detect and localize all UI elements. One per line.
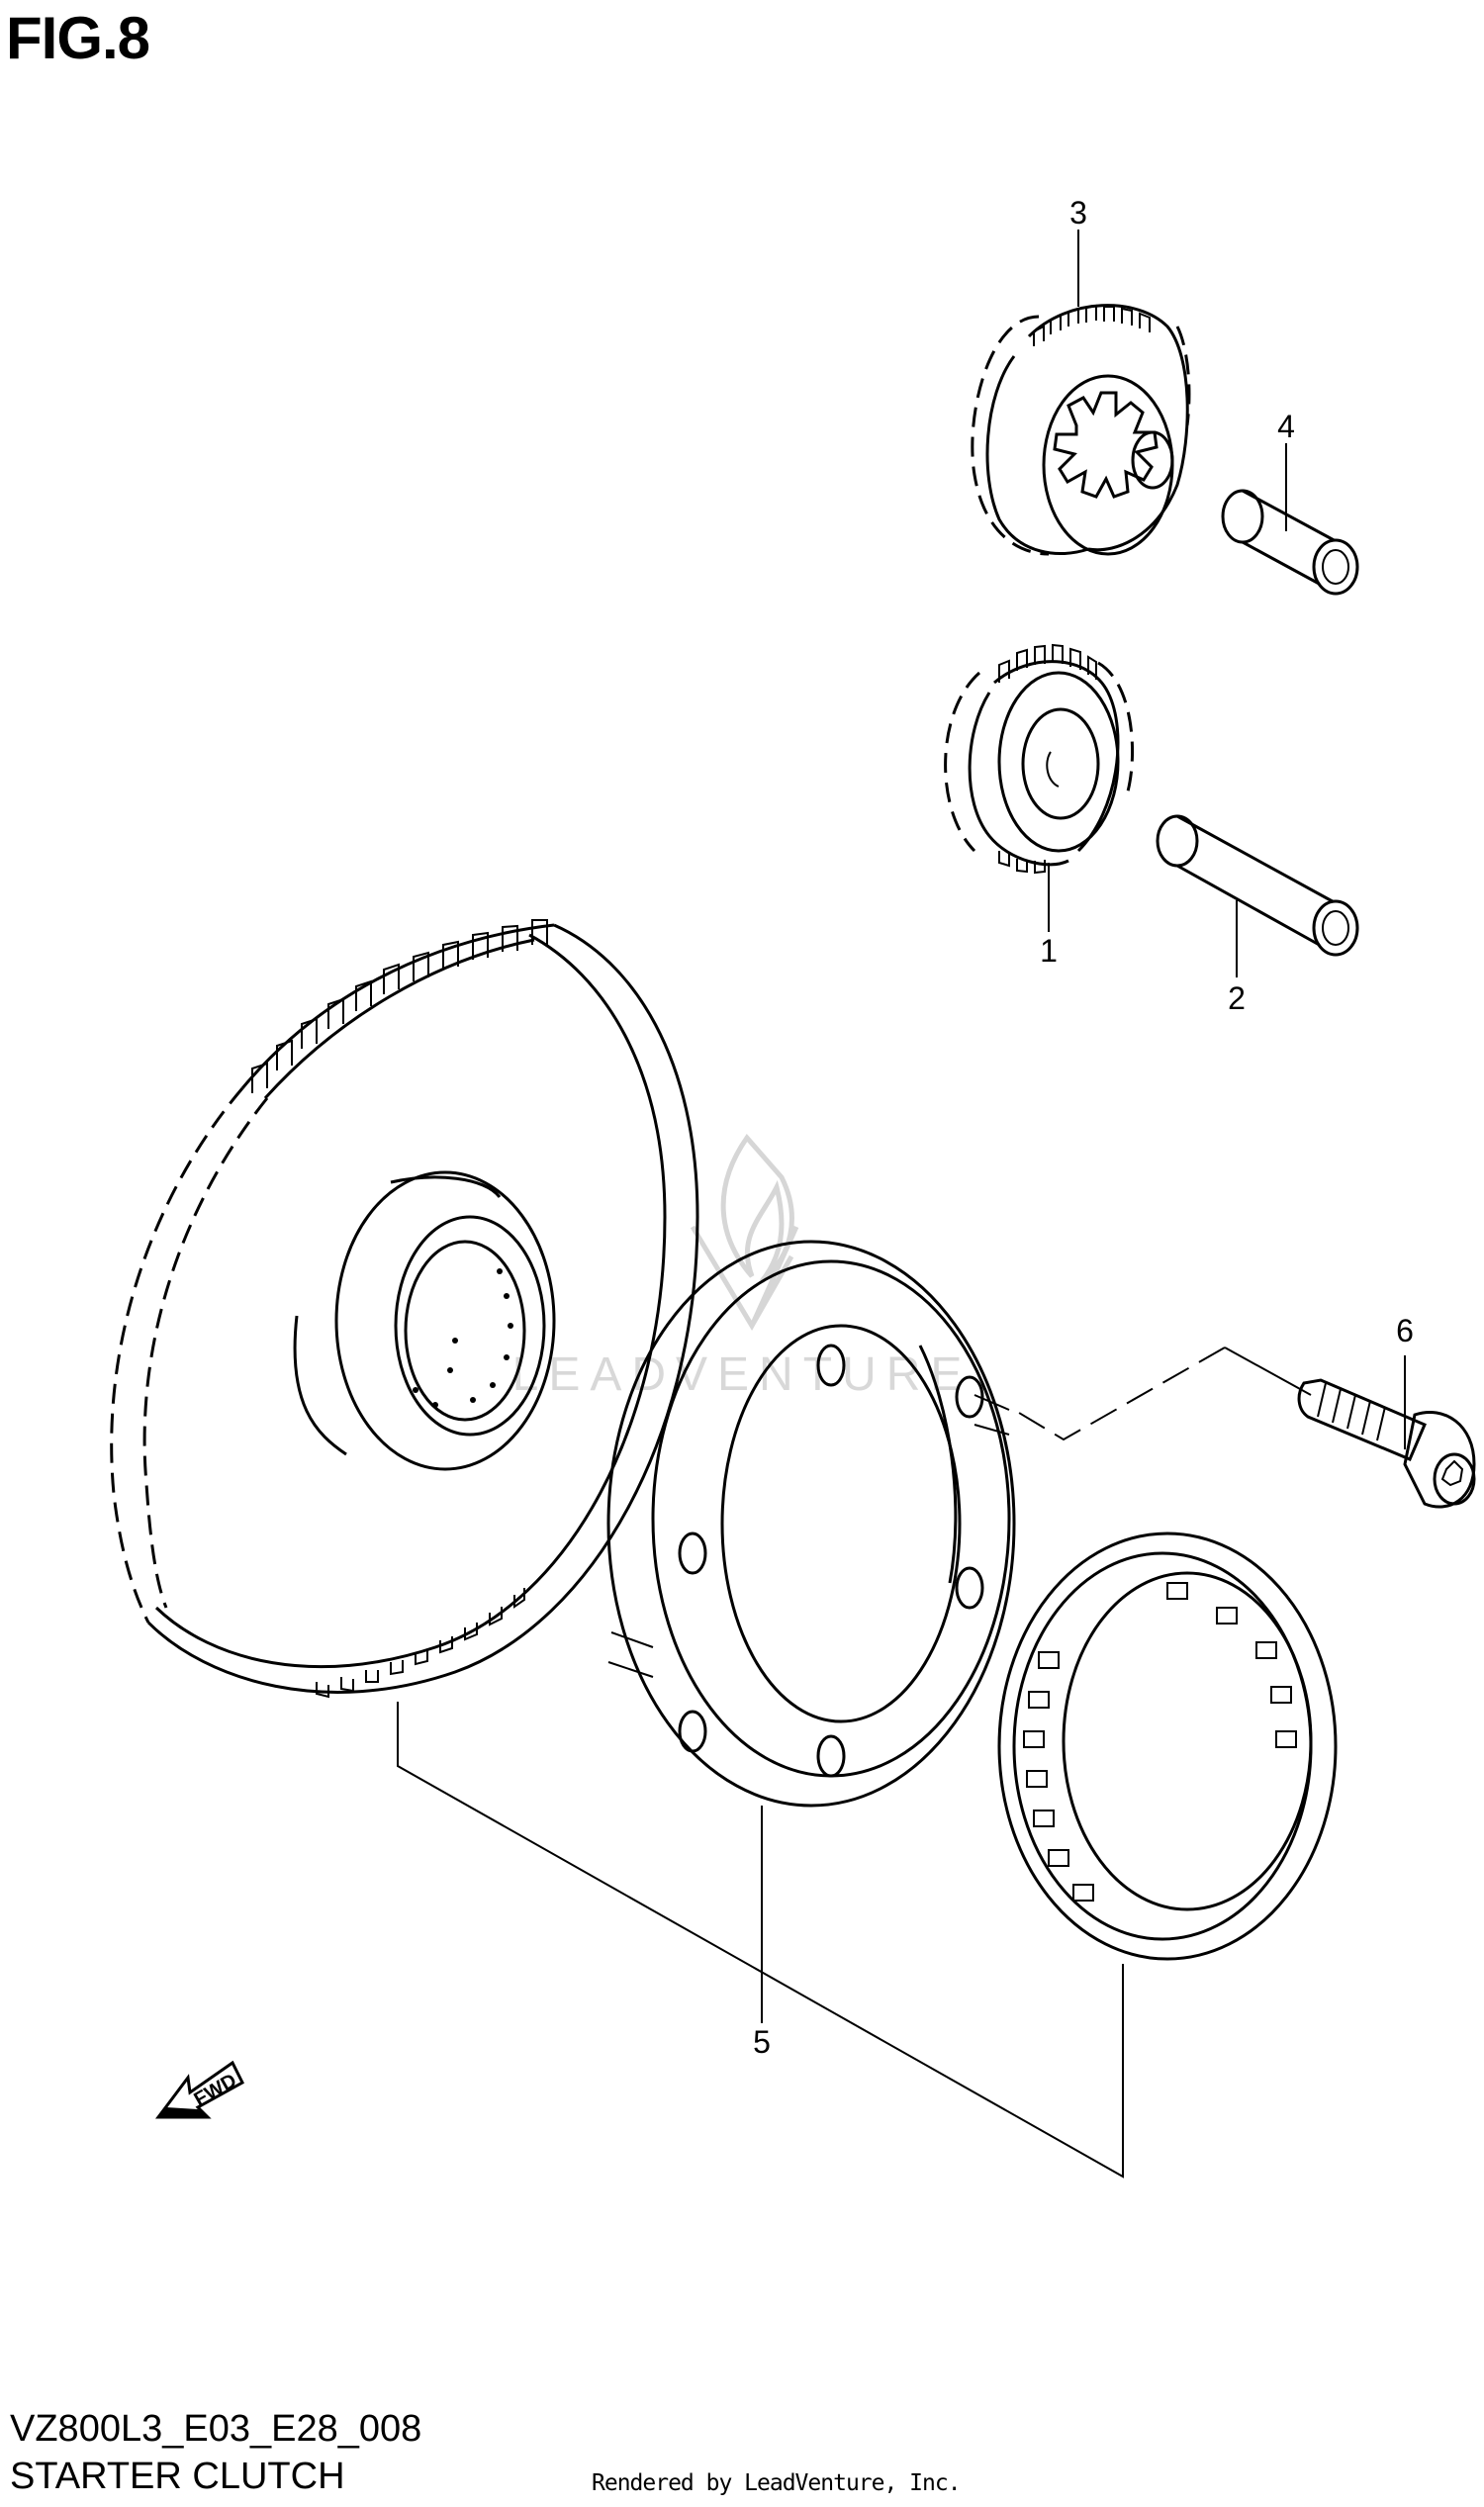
callout-2[interactable]: 2 bbox=[1228, 980, 1246, 1016]
callout-6[interactable]: 6 bbox=[1396, 1313, 1414, 1348]
idle-gear-shaft-part-2[interactable] bbox=[1156, 814, 1359, 957]
clutch-bolt-part-6[interactable] bbox=[1297, 1378, 1476, 1509]
idle-gear-part-1[interactable] bbox=[944, 643, 1135, 875]
idle-gear-teeth bbox=[998, 643, 1097, 875]
one-way-clutch-bearing[interactable] bbox=[997, 1532, 1338, 1961]
part-callouts: 3 4 1 2 6 5 bbox=[753, 195, 1414, 2060]
driven-gear-teeth-bottom bbox=[316, 1588, 525, 1699]
starter-driven-gear[interactable] bbox=[110, 919, 699, 1699]
driven-gear-teeth-top bbox=[251, 919, 548, 1093]
idle-gear-part-3[interactable] bbox=[971, 304, 1191, 556]
model-code: VZ800L3_E03_E28_008 bbox=[10, 2408, 422, 2450]
figure-label: FIG.8 bbox=[6, 5, 150, 71]
starter-clutch-housing-part-5[interactable] bbox=[606, 1240, 1016, 1808]
watermark-text: LEADVENTURE bbox=[512, 1348, 973, 1401]
render-credit: Rendered by LeadVenture, Inc. bbox=[592, 2470, 962, 2496]
driven-gear-hub bbox=[293, 1170, 556, 1471]
outer-gear-teeth bbox=[1033, 304, 1151, 346]
callout-3[interactable]: 3 bbox=[1069, 195, 1087, 231]
idle-gear-shaft-part-4[interactable] bbox=[1221, 489, 1359, 596]
pinion-gear bbox=[1053, 391, 1174, 499]
bearing-rollers bbox=[1023, 1582, 1297, 1902]
fwd-direction-marker: FWD bbox=[155, 2060, 244, 2119]
callout-4[interactable]: 4 bbox=[1277, 409, 1295, 444]
diagram-name: STARTER CLUTCH bbox=[10, 2456, 345, 2497]
callout-5[interactable]: 5 bbox=[753, 2024, 771, 2060]
callout-1[interactable]: 1 bbox=[1040, 933, 1058, 969]
leader-lines bbox=[397, 230, 1406, 2179]
leadventure-watermark: LEADVENTURE bbox=[512, 1133, 973, 1401]
